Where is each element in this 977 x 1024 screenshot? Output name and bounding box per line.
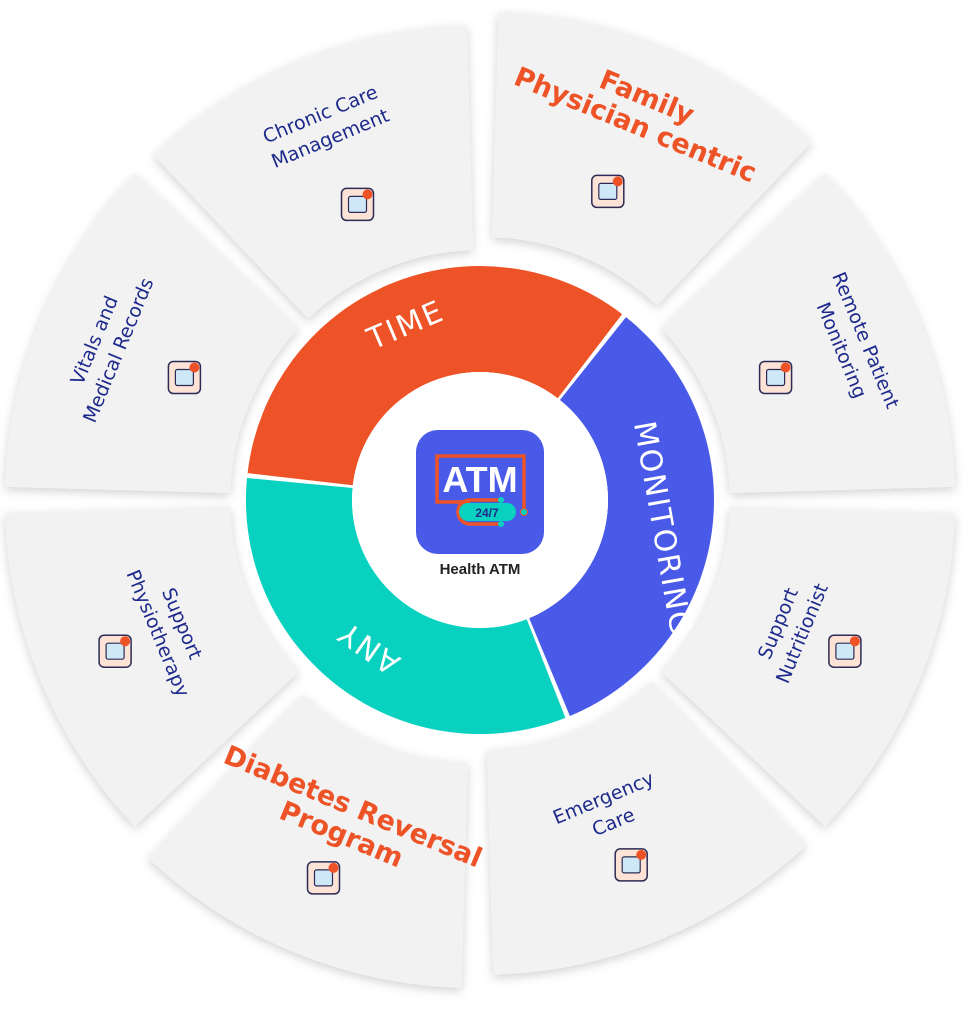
ring-arc bbox=[247, 266, 623, 486]
segment-vitals-and-medical-records: Vitals andMedical Records bbox=[5, 173, 299, 493]
segment-emergency-care: EmergencyCare bbox=[487, 681, 807, 975]
ring-arc bbox=[245, 478, 566, 735]
segment-family-physician-centric: FamilyPhysician centric bbox=[492, 12, 812, 306]
hospital-icon bbox=[591, 174, 625, 209]
ring-arc bbox=[529, 317, 714, 716]
diet-plan-icon bbox=[828, 634, 862, 668]
segment-diabetes-reversal-program: Diabetes ReversalProgram bbox=[148, 694, 486, 988]
health-atm-logo: ATM 24/7 bbox=[416, 430, 544, 554]
physiotherapy-icon bbox=[98, 634, 132, 668]
ring-segment-any: ANY bbox=[245, 478, 566, 735]
segment-support-nutritionist: SupportNutritionist bbox=[661, 507, 955, 827]
ring-segment-monitoring: MONITORING bbox=[529, 317, 714, 716]
patient-bed-icon bbox=[758, 360, 793, 395]
ring-segment-time: TIME bbox=[247, 266, 623, 486]
segment-remote-patient-monitoring: Remote PatientMonitoring bbox=[661, 173, 955, 493]
medical-clipboard-icon bbox=[167, 360, 202, 395]
segment-support-physiotherapy: SupportPhysiotherapy bbox=[5, 507, 299, 827]
logo-title: ATM bbox=[442, 459, 517, 500]
logo-badge: 24/7 bbox=[475, 506, 499, 520]
emergency-room-icon bbox=[614, 848, 648, 882]
glucometer-icon bbox=[306, 861, 341, 895]
heart-care-icon bbox=[340, 187, 375, 222]
segment-chronic-care-management: Chronic CareManagement bbox=[153, 25, 473, 319]
center-caption: Health ATM bbox=[440, 561, 521, 578]
